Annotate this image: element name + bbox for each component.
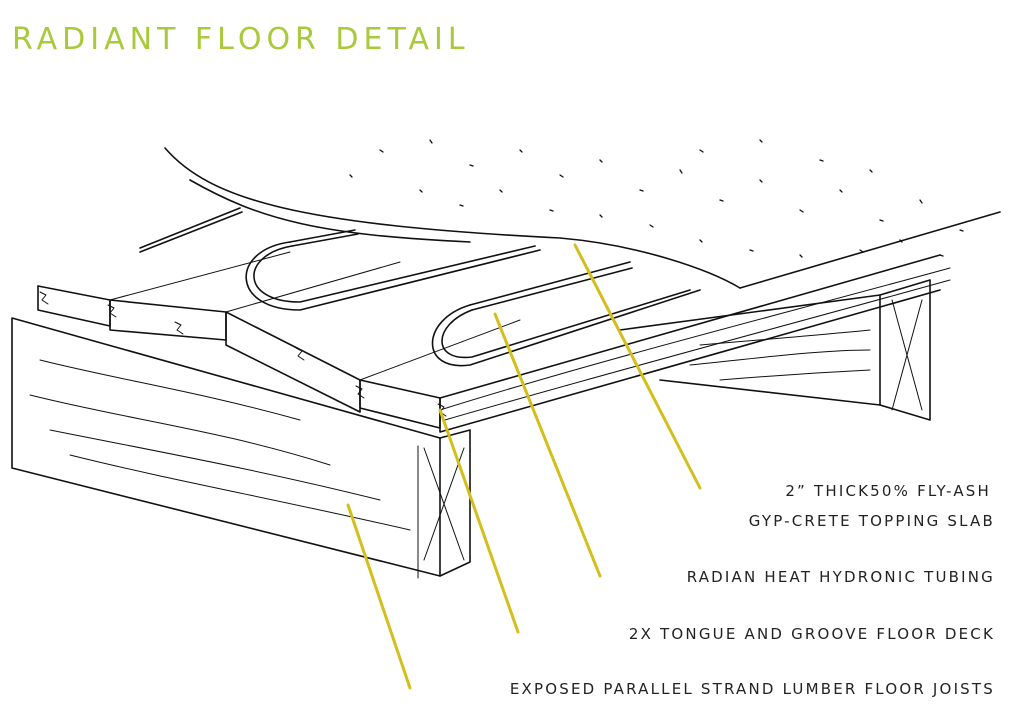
back-joist <box>619 279 931 421</box>
label-tubing: RADIAN HEAT HYDRONIC TUBING <box>686 568 995 586</box>
topping-slab <box>164 139 1001 421</box>
leader-lines <box>346 243 702 690</box>
floor-deck <box>37 251 941 433</box>
label-slab-line1: 2” THICK50% FLY-ASH <box>785 482 991 500</box>
diagram-title: RADIANT FLOOR DETAIL <box>12 22 470 57</box>
label-joists: EXPOSED PARALLEL STRAND LUMBER FLOOR JOI… <box>509 680 995 698</box>
front-joist <box>11 317 471 579</box>
label-slab-line2: GYP-CRETE TOPPING SLAB <box>748 512 995 530</box>
hydronic-tubing <box>139 207 701 367</box>
label-deck: 2X TONGUE AND GROOVE FLOOR DECK <box>628 625 995 643</box>
